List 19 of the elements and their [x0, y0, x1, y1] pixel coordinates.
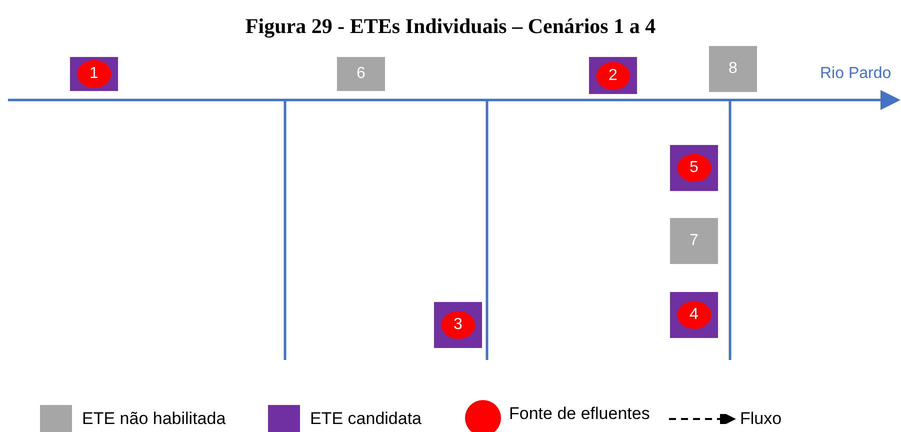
effluent-source-circle: 2: [596, 62, 630, 90]
effluent-source-circle: 5: [677, 154, 711, 182]
legend-label: ETE candidata: [310, 409, 422, 429]
legend-label: Fonte de efluentes: [509, 404, 650, 424]
figure-title: Figura 29 - ETEs Individuais – Cenários 1 a 4: [244, 14, 657, 39]
effluent-source-circle: 1: [77, 60, 111, 88]
ete-box: 7: [670, 218, 718, 264]
effluent-source-circle: 4: [677, 301, 711, 329]
ete-box: 8: [709, 46, 757, 92]
legend-label: Fluxo: [740, 409, 782, 429]
ete-box: 6: [337, 57, 385, 91]
river-name: Rio Pardo: [820, 65, 892, 83]
candidate-ete-box: [70, 57, 118, 91]
effluent-source-circle: 3: [441, 311, 475, 339]
candidate-ete-box: [434, 302, 482, 348]
candidate-ete-box: [670, 145, 718, 191]
candidate-ete-box: [589, 57, 637, 94]
legend-label: ETE não habilitada: [82, 409, 226, 429]
candidate-ete-box: [670, 292, 718, 338]
